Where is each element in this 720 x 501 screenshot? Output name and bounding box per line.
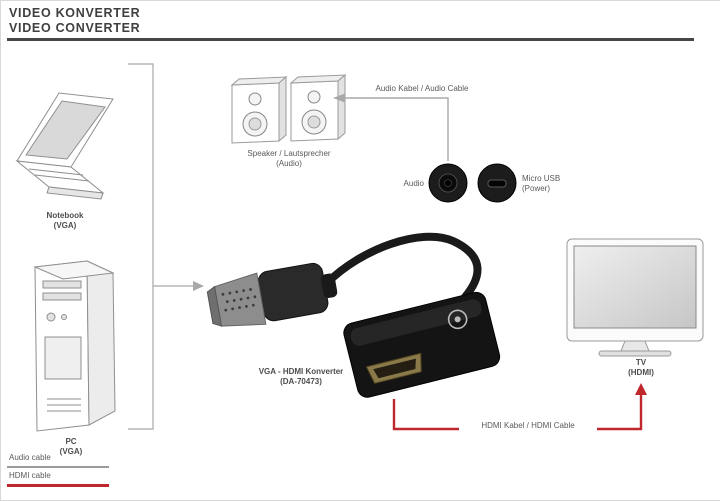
- speakers-port: (Audio): [276, 159, 302, 168]
- source-arrow-icon: [193, 281, 204, 291]
- pc-name: PC: [65, 437, 77, 446]
- converter-name: VGA - HDMI Konverter: [258, 367, 344, 376]
- title-divider: [7, 38, 694, 41]
- pc-icon: [33, 260, 116, 432]
- converter-label: VGA - HDMI Konverter (DA-70473): [239, 367, 363, 387]
- audio-port-icon: [428, 163, 468, 203]
- speakers-name: Speaker / Lautsprecher: [247, 149, 331, 158]
- notebook-icon: [15, 92, 114, 200]
- converter-dongle-icon: [343, 291, 501, 398]
- legend-audio-label: Audio cable: [9, 453, 51, 462]
- converter-cable-icon: [323, 232, 482, 301]
- hdmi-arrow-icon: [635, 383, 647, 395]
- legend-hdmi-label: HDMI cable: [9, 471, 51, 480]
- audio-port-label: Audio: [403, 179, 424, 188]
- tv-name: TV: [635, 358, 647, 367]
- tv-port: (HDMI): [628, 368, 654, 377]
- audio-cable-label: Audio Kabel / Audio Cable: [375, 84, 469, 93]
- micro-usb-label: Micro USB (Power): [522, 174, 584, 194]
- notebook-label: Notebook (VGA): [17, 211, 113, 231]
- tv-icon: [566, 238, 704, 357]
- micro-usb-line1: Micro USB: [522, 174, 561, 183]
- audio-arrow-icon: [333, 93, 345, 103]
- micro-usb-line2: (Power): [522, 184, 551, 193]
- notebook-name: Notebook: [46, 211, 84, 220]
- converter-model: (DA-70473): [280, 377, 322, 386]
- hdmi-cable-label: HDMI Kabel / HDMI Cable: [459, 421, 597, 431]
- page-title: VIDEO KONVERTER VIDEO CONVERTER: [9, 6, 140, 36]
- source-bracket-line: [128, 63, 193, 430]
- title-en: VIDEO CONVERTER: [9, 21, 141, 35]
- title-de: VIDEO KONVERTER: [9, 6, 141, 20]
- speakers-label: Speaker / Lautsprecher (Audio): [228, 149, 350, 169]
- vga-connector-icon: [206, 262, 338, 327]
- speakers-icon: [230, 73, 347, 144]
- audio-cable-line: [345, 97, 449, 161]
- pc-label: PC (VGA): [23, 437, 119, 457]
- legend-hdmi-line: [7, 484, 109, 487]
- pc-port: (VGA): [59, 447, 83, 456]
- notebook-port: (VGA): [53, 221, 77, 230]
- micro-usb-port-icon: [477, 163, 517, 203]
- tv-label: TV (HDMI): [601, 358, 681, 378]
- legend-audio-line: [7, 466, 109, 468]
